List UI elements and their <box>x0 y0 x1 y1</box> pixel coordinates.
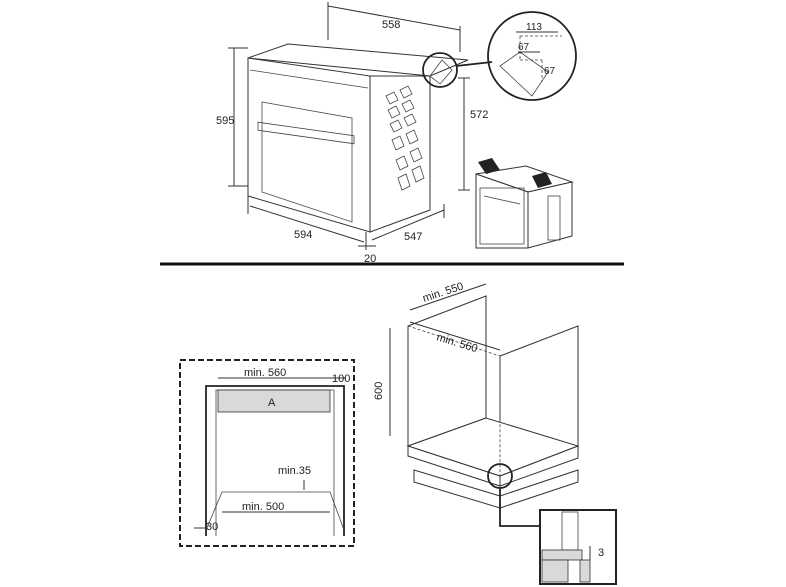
mounting-screw-right-icon <box>532 172 552 188</box>
front-plan-view: A min. 560 100 min.35 min. 500 30 <box>179 359 355 547</box>
cabinet-depth-min: min. 550 <box>421 280 465 304</box>
dim-height-front: 595 <box>216 115 234 127</box>
oven-isometric: 558 595 572 594 547 20 <box>216 2 488 265</box>
dim-height-side: 572 <box>470 109 488 121</box>
plan-bottom-min: min. 500 <box>242 501 284 513</box>
dim-depth: 547 <box>404 231 422 243</box>
dim-width-bottom: 594 <box>294 229 312 241</box>
side-vent-pattern <box>385 85 425 191</box>
cabinet-floor-gap: 3 <box>598 547 604 559</box>
cabinet-floor-detail: 3 <box>487 463 617 585</box>
oven-door-handle <box>257 121 355 145</box>
zone-a-shaded <box>217 389 331 413</box>
mounting-screw-left-icon <box>478 158 500 174</box>
plan-side-gap: 30 <box>206 521 218 533</box>
cabinet-isometric: min. 550 min. 560 600 <box>373 280 580 509</box>
cabinet-height: 600 <box>373 382 385 400</box>
detail-width: 113 <box>526 22 542 33</box>
plan-vent-min: min.35 <box>278 465 311 477</box>
detail-offset-v: 67 <box>544 66 556 77</box>
zone-a-label: A <box>268 397 276 409</box>
detail-offset-h: 67 <box>518 42 530 53</box>
dim-door-offset: 20 <box>364 253 376 265</box>
dim-width-top: 558 <box>382 19 400 31</box>
detail-callout: 113 67 67 <box>422 11 577 101</box>
plan-width-min: min. 560 <box>244 367 286 379</box>
plan-top-gap: 100 <box>332 373 350 385</box>
mounting-illustration <box>475 158 574 249</box>
